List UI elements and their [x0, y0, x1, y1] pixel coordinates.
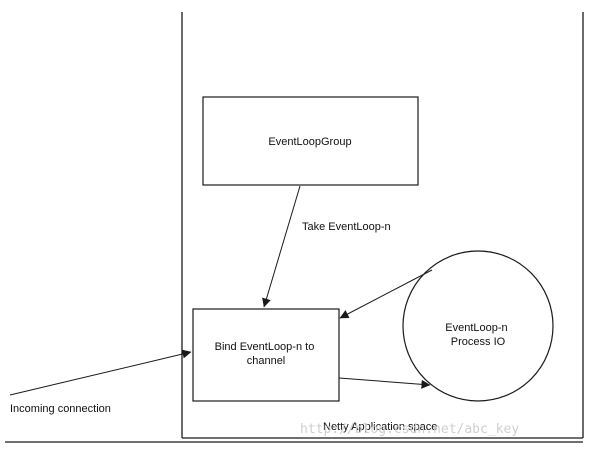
bind-channel-label: Bind EventLoop-n to channel: [215, 341, 318, 367]
bind-channel-box: [192, 308, 340, 402]
incoming-connection-arrow: [9, 349, 192, 396]
bind-channel-label-line2: channel: [247, 355, 286, 367]
take-event-loop-label: Take EventLoop-n: [302, 221, 391, 233]
event-loop-n-circle: [402, 250, 554, 402]
event-loop-n-label: EventLoop-n Process IO: [445, 322, 510, 348]
event-loop-group-box: [202, 96, 419, 186]
event-loop-n-label-line2: Process IO: [451, 336, 506, 348]
event-loop-to-bind-arrow: [339, 269, 433, 319]
watermark: http://blog.csdn.net/abc_key: [300, 422, 519, 437]
bind-to-event-loop-arrow: [338, 377, 431, 389]
app-space-label: Netty Application space: [323, 421, 437, 433]
take-event-loop-arrow: [262, 185, 301, 308]
incoming-connection-label: Incoming connection: [10, 403, 111, 415]
bind-channel-label-line1: Bind EventLoop-n to: [215, 341, 315, 353]
event-loop-group-label: EventLoopGroup: [268, 136, 351, 148]
event-loop-n-label-line1: EventLoop-n: [445, 322, 507, 334]
